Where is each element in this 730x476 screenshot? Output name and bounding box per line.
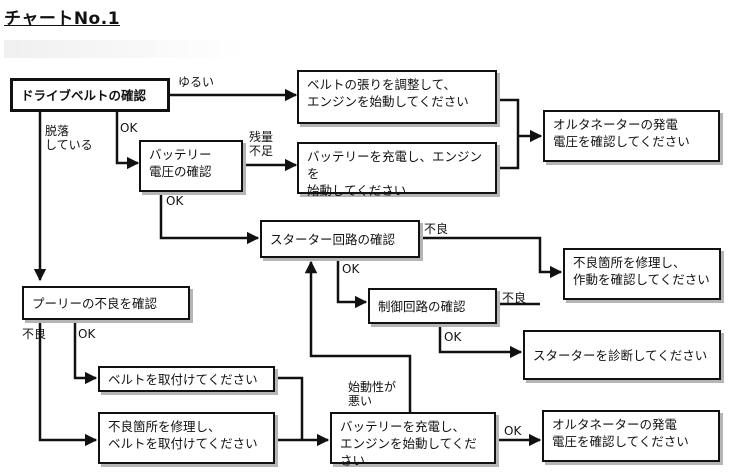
pulley-check-label: プーリーの不良を確認: [32, 295, 158, 311]
label-start-bad: 始動性が 悪い: [348, 380, 397, 408]
charge-battery-top-box: バッテリーを充電し、エンジンを 始動してください: [297, 142, 497, 198]
alternator-bottom-line-2: 電圧を確認してください: [552, 434, 689, 449]
charge-battery-bottom-box: バッテリーを充電し、 エンジンを始動してください: [330, 412, 496, 468]
drive-belt-check-label: ドライブベルトの確認: [21, 87, 147, 103]
alternator-bottom-line-1: オルタネーターの発電: [552, 417, 678, 432]
alternator-check-bottom-box: オルタネーターの発電 電圧を確認してください: [542, 410, 720, 462]
arrow-start-bad: [304, 260, 412, 412]
tension-adjust-line-1: ベルトの張りを調整して、: [307, 77, 457, 92]
tension-adjust-box: ベルトの張りを調整して、 エンジンを始動してください: [297, 70, 497, 124]
label-ok-control: OK: [444, 330, 462, 344]
label-ok-drive: OK: [120, 121, 138, 135]
arrow-pulley-ok: [73, 320, 98, 385]
chart-title: チャートNo.1: [4, 9, 121, 29]
starter-diagnosis-label: スターターを診断してください: [533, 347, 708, 363]
label-ok-final: OK: [504, 424, 522, 438]
arrow-control-ok: [438, 322, 523, 359]
label-ok-pulley: OK: [78, 327, 96, 341]
repair-attach-belt-box: 不良箇所を修理し、 ベルトを取付けてください: [98, 412, 275, 464]
repair-defect-line-2: 作動を確認してください: [573, 272, 710, 287]
connector-attach-down: [275, 376, 304, 440]
label-remaining-low: 残量 不足: [249, 130, 274, 158]
alternator-top-line-1: オルタネーターの発電: [553, 117, 679, 132]
battery-check-line-1: バッテリー: [149, 147, 212, 162]
label-ok-battery: OK: [166, 194, 184, 208]
attach-belt-label: ベルトを取付けてください: [108, 371, 258, 387]
arrow-pulley-defect: [38, 320, 98, 447]
repair-defect-line-1: 不良箇所を修理し、: [573, 255, 686, 270]
arrow-starter-defect: [420, 236, 563, 279]
attach-belt-box: ベルトを取付けてください: [98, 366, 275, 392]
title-shadow-band: [4, 40, 244, 58]
starter-circuit-check-box: スターター回路の確認: [260, 220, 420, 258]
charge-top-line-2: 始動してください: [307, 183, 407, 198]
label-defect-control: 不良: [502, 291, 527, 305]
label-ok-starter: OK: [342, 262, 360, 276]
control-circuit-check-box: 制御回路の確認: [368, 288, 497, 324]
label-loose: ゆるい: [178, 75, 215, 89]
label-defect-pulley: 不良: [22, 327, 47, 341]
repair-defect-box: 不良箇所を修理し、 作動を確認してください: [563, 248, 721, 300]
pulley-defect-check-box: プーリーの不良を確認: [22, 286, 190, 320]
starter-diagnosis-box: スターターを診断してください: [523, 330, 721, 380]
label-detached: 脱落 している: [45, 124, 93, 152]
arrow-ok-battery: [115, 111, 140, 170]
alternator-check-top-box: オルタネーターの発電 電圧を確認してください: [543, 110, 720, 162]
charge-top-line-1: バッテリーを充電し、エンジンを: [307, 149, 483, 181]
arrow-battery-ok: [159, 193, 260, 245]
arrow-starter-ok: [336, 258, 368, 309]
charge-bottom-line-2: エンジンを始動してください: [340, 436, 477, 468]
tension-adjust-line-2: エンジンを始動してください: [307, 94, 469, 109]
drive-belt-check-box: ドライブベルトの確認: [10, 78, 170, 112]
repair-attach-line-2: ベルトを取付けてください: [108, 436, 258, 451]
label-defect-starter: 不良: [424, 222, 449, 236]
charge-bottom-line-1: バッテリーを充電し、: [340, 419, 466, 434]
battery-voltage-check-box: バッテリー 電圧の確認: [139, 140, 243, 192]
battery-check-line-2: 電圧の確認: [149, 164, 212, 179]
repair-attach-line-1: 不良箇所を修理し、: [108, 419, 221, 434]
control-circuit-label: 制御回路の確認: [378, 298, 466, 314]
connector-merge-top: [497, 98, 520, 170]
starter-circuit-label: スターター回路の確認: [270, 231, 396, 247]
alternator-top-line-2: 電圧を確認してください: [553, 134, 690, 149]
